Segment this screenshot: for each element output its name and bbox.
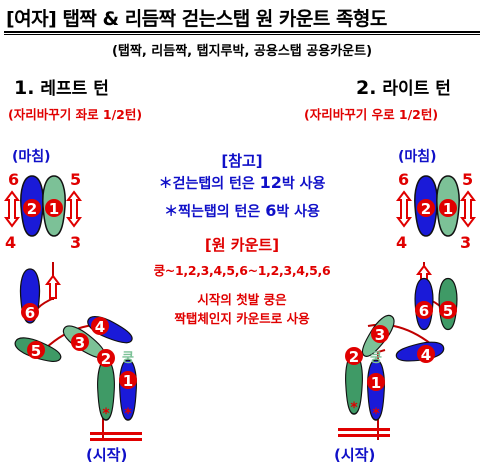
left-count-3: 3 — [70, 233, 81, 252]
left-step-1b-label: 1 — [123, 372, 133, 390]
right-step-1-label: 1 — [443, 200, 453, 218]
left-step-1-badge — [45, 199, 63, 217]
right-count-3: 3 — [460, 233, 471, 252]
left-kung-label: 쿵 — [122, 351, 134, 366]
right-step-4-label: 4 — [421, 346, 431, 364]
left-path-line — [29, 262, 104, 440]
right-turn-note: (자리바꾸기 우로 1/2턴) — [304, 107, 439, 122]
reference-heading: [참고] — [221, 152, 263, 170]
right-turn-number: 2. — [356, 77, 377, 99]
right-step-1b-label: 1 — [371, 374, 381, 392]
right-count-6: 6 — [398, 170, 409, 189]
right-count-5: 5 — [462, 170, 473, 189]
one-count-heading: [원 카운트] — [204, 236, 280, 254]
svg-text:*: * — [350, 400, 358, 416]
reference-walk-prefix: ＊걷는탭의 턴은 — [158, 176, 260, 192]
left-step-4-label: 4 — [95, 318, 105, 336]
right-step-2b-label: 2 — [349, 348, 359, 366]
right-turn-title: 라이트 턴 — [382, 79, 451, 99]
left-step-3-label: 3 — [75, 334, 85, 352]
svg-text:*: * — [372, 406, 380, 422]
page-title: [여자] 탭짝 & 리듬짝 걷는스탭 원 카운트 족형도 — [6, 8, 387, 30]
reference-line-walk: ＊걷는탭의 턴은 12박 사용 — [120, 173, 364, 193]
right-start-label: (시작) — [334, 446, 376, 464]
title-rule-top — [4, 31, 480, 33]
right-arrows — [396, 190, 476, 289]
left-arrows — [4, 190, 82, 299]
title-rule-bottom — [4, 34, 480, 35]
left-count-6: 6 — [8, 170, 19, 189]
right-count-4: 4 — [396, 233, 407, 252]
right-step-3-label: 3 — [375, 326, 385, 344]
left-rest-label: (마침) — [12, 149, 51, 165]
page-subtitle: (탭짝, 리듬짝, 탭지루박, 공용스탭 공용카운트) — [111, 44, 373, 59]
reference-tap-prefix: ＊찍는탭의 턴은 — [164, 204, 266, 220]
right-step-2-label: 2 — [421, 200, 431, 218]
one-count-sequence: 쿵~1,2,3,4,5,6~1,2,3,4,5,6 — [153, 263, 331, 278]
left-start-label: (시작) — [86, 446, 128, 464]
reference-walk-number: 12 — [259, 173, 282, 192]
left-step-5-label: 5 — [31, 342, 41, 360]
right-rest-label: (마침) — [398, 149, 437, 165]
reference-tap-suffix: 박 사용 — [276, 204, 320, 220]
left-turn-title: 레프트 턴 — [40, 79, 109, 99]
left-turn-heading: 1. 레프트 턴 — [14, 74, 109, 99]
left-step-2-badge — [23, 199, 41, 217]
svg-text:*: * — [102, 406, 110, 422]
right-path-line — [377, 262, 451, 440]
reference-line-tap: ＊찍는탭의 턴은 6박 사용 — [120, 201, 364, 221]
left-step-2b-label: 2 — [101, 350, 111, 368]
left-step-2-label: 2 — [27, 200, 37, 218]
one-count-note-1: 시작의 첫발 쿵은 — [197, 292, 287, 307]
left-path-curve — [45, 323, 115, 349]
left-count-5: 5 — [70, 170, 81, 189]
right-path-curve — [367, 323, 437, 349]
left-count-4: 4 — [5, 233, 16, 252]
one-count-note-2: 짝탭체인지 카운트로 사용 — [174, 311, 310, 326]
right-step-6-label: 6 — [419, 302, 429, 320]
left-step-6-label: 6 — [25, 304, 35, 322]
left-step-1-label: 1 — [49, 200, 59, 218]
right-turn-heading: 2. 라이트 턴 — [356, 74, 451, 99]
reference-walk-suffix: 박 사용 — [281, 176, 326, 192]
left-turn-note: (자리바꾸기 좌로 1/2턴) — [8, 107, 143, 122]
svg-text:*: * — [124, 406, 132, 422]
reference-tap-number: 6 — [265, 201, 277, 220]
right-step-5-label: 5 — [443, 302, 453, 320]
right-kung-label: 쿵 — [370, 351, 382, 366]
left-turn-number: 1. — [14, 77, 35, 99]
